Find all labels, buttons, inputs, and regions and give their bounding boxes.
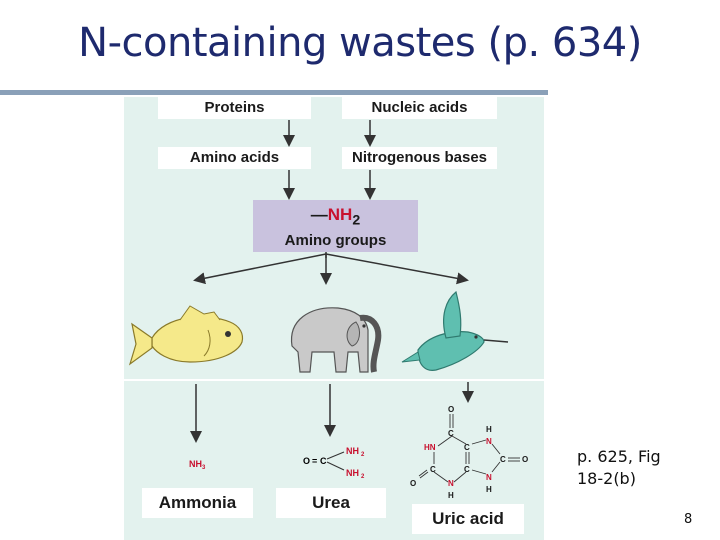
svg-text:O: O (410, 479, 416, 488)
dash: — (310, 205, 328, 224)
svg-text:NH: NH (346, 446, 359, 456)
svg-text:HN: HN (424, 443, 436, 452)
svg-text:O: O (303, 456, 310, 466)
arrow-to-bird (325, 253, 469, 285)
svg-text:N: N (486, 473, 492, 482)
title-underline (0, 90, 548, 95)
svg-text:C: C (464, 465, 470, 474)
urea-box: Urea (276, 488, 386, 518)
amino-groups-label: Amino groups (284, 232, 387, 250)
figure-caption: p. 625, Fig 18-2(b) (577, 446, 661, 490)
arrow-to-fish (193, 253, 327, 285)
svg-text:H: H (486, 485, 492, 494)
amino-acids-box: Amino acids (158, 147, 311, 169)
svg-text:2: 2 (361, 452, 365, 458)
svg-text:C: C (430, 465, 436, 474)
uric-acid-formula: O C HN C C C N H C O N H N H O (410, 405, 528, 500)
fish-icon (128, 305, 244, 366)
svg-text:N: N (448, 479, 454, 488)
svg-text:O: O (448, 405, 454, 414)
svg-text:N: N (486, 437, 492, 446)
nucleic-acids-box: Nucleic acids (342, 97, 497, 119)
nitrogenous-bases-box: Nitrogenous bases (342, 147, 497, 169)
amino-group-formula: —NH2 (253, 204, 418, 231)
svg-text:H: H (448, 491, 454, 500)
page-number: 8 (684, 512, 693, 527)
proteins-box: Proteins (158, 97, 311, 119)
ammonia-box: Ammonia (142, 488, 253, 518)
svg-text:H: H (486, 425, 492, 434)
elephant-icon (291, 307, 382, 373)
slide-title: N-containing wastes (p. 634) (78, 20, 642, 66)
nh-text: NH (327, 205, 353, 224)
svg-text:=: = (312, 456, 317, 466)
ammonia-formula: NH3 (189, 459, 206, 471)
uric-acid-box: Uric acid (412, 504, 524, 534)
svg-text:2: 2 (361, 474, 365, 480)
caption-line-1: p. 625, Fig (577, 447, 661, 466)
caption-line-2: 18-2(b) (577, 469, 636, 488)
svg-text:C: C (320, 456, 327, 466)
svg-text:C: C (448, 429, 454, 438)
bird-icon (401, 290, 509, 371)
amino-groups-box: —NH2 Amino groups (253, 200, 418, 252)
svg-text:NH: NH (346, 468, 359, 478)
svg-text:O: O (522, 455, 528, 464)
urea-formula: O = C NH 2 NH 2 (303, 446, 365, 480)
svg-text:C: C (464, 443, 470, 452)
nh-subscript: 2 (352, 212, 361, 229)
svg-text:C: C (500, 455, 506, 464)
